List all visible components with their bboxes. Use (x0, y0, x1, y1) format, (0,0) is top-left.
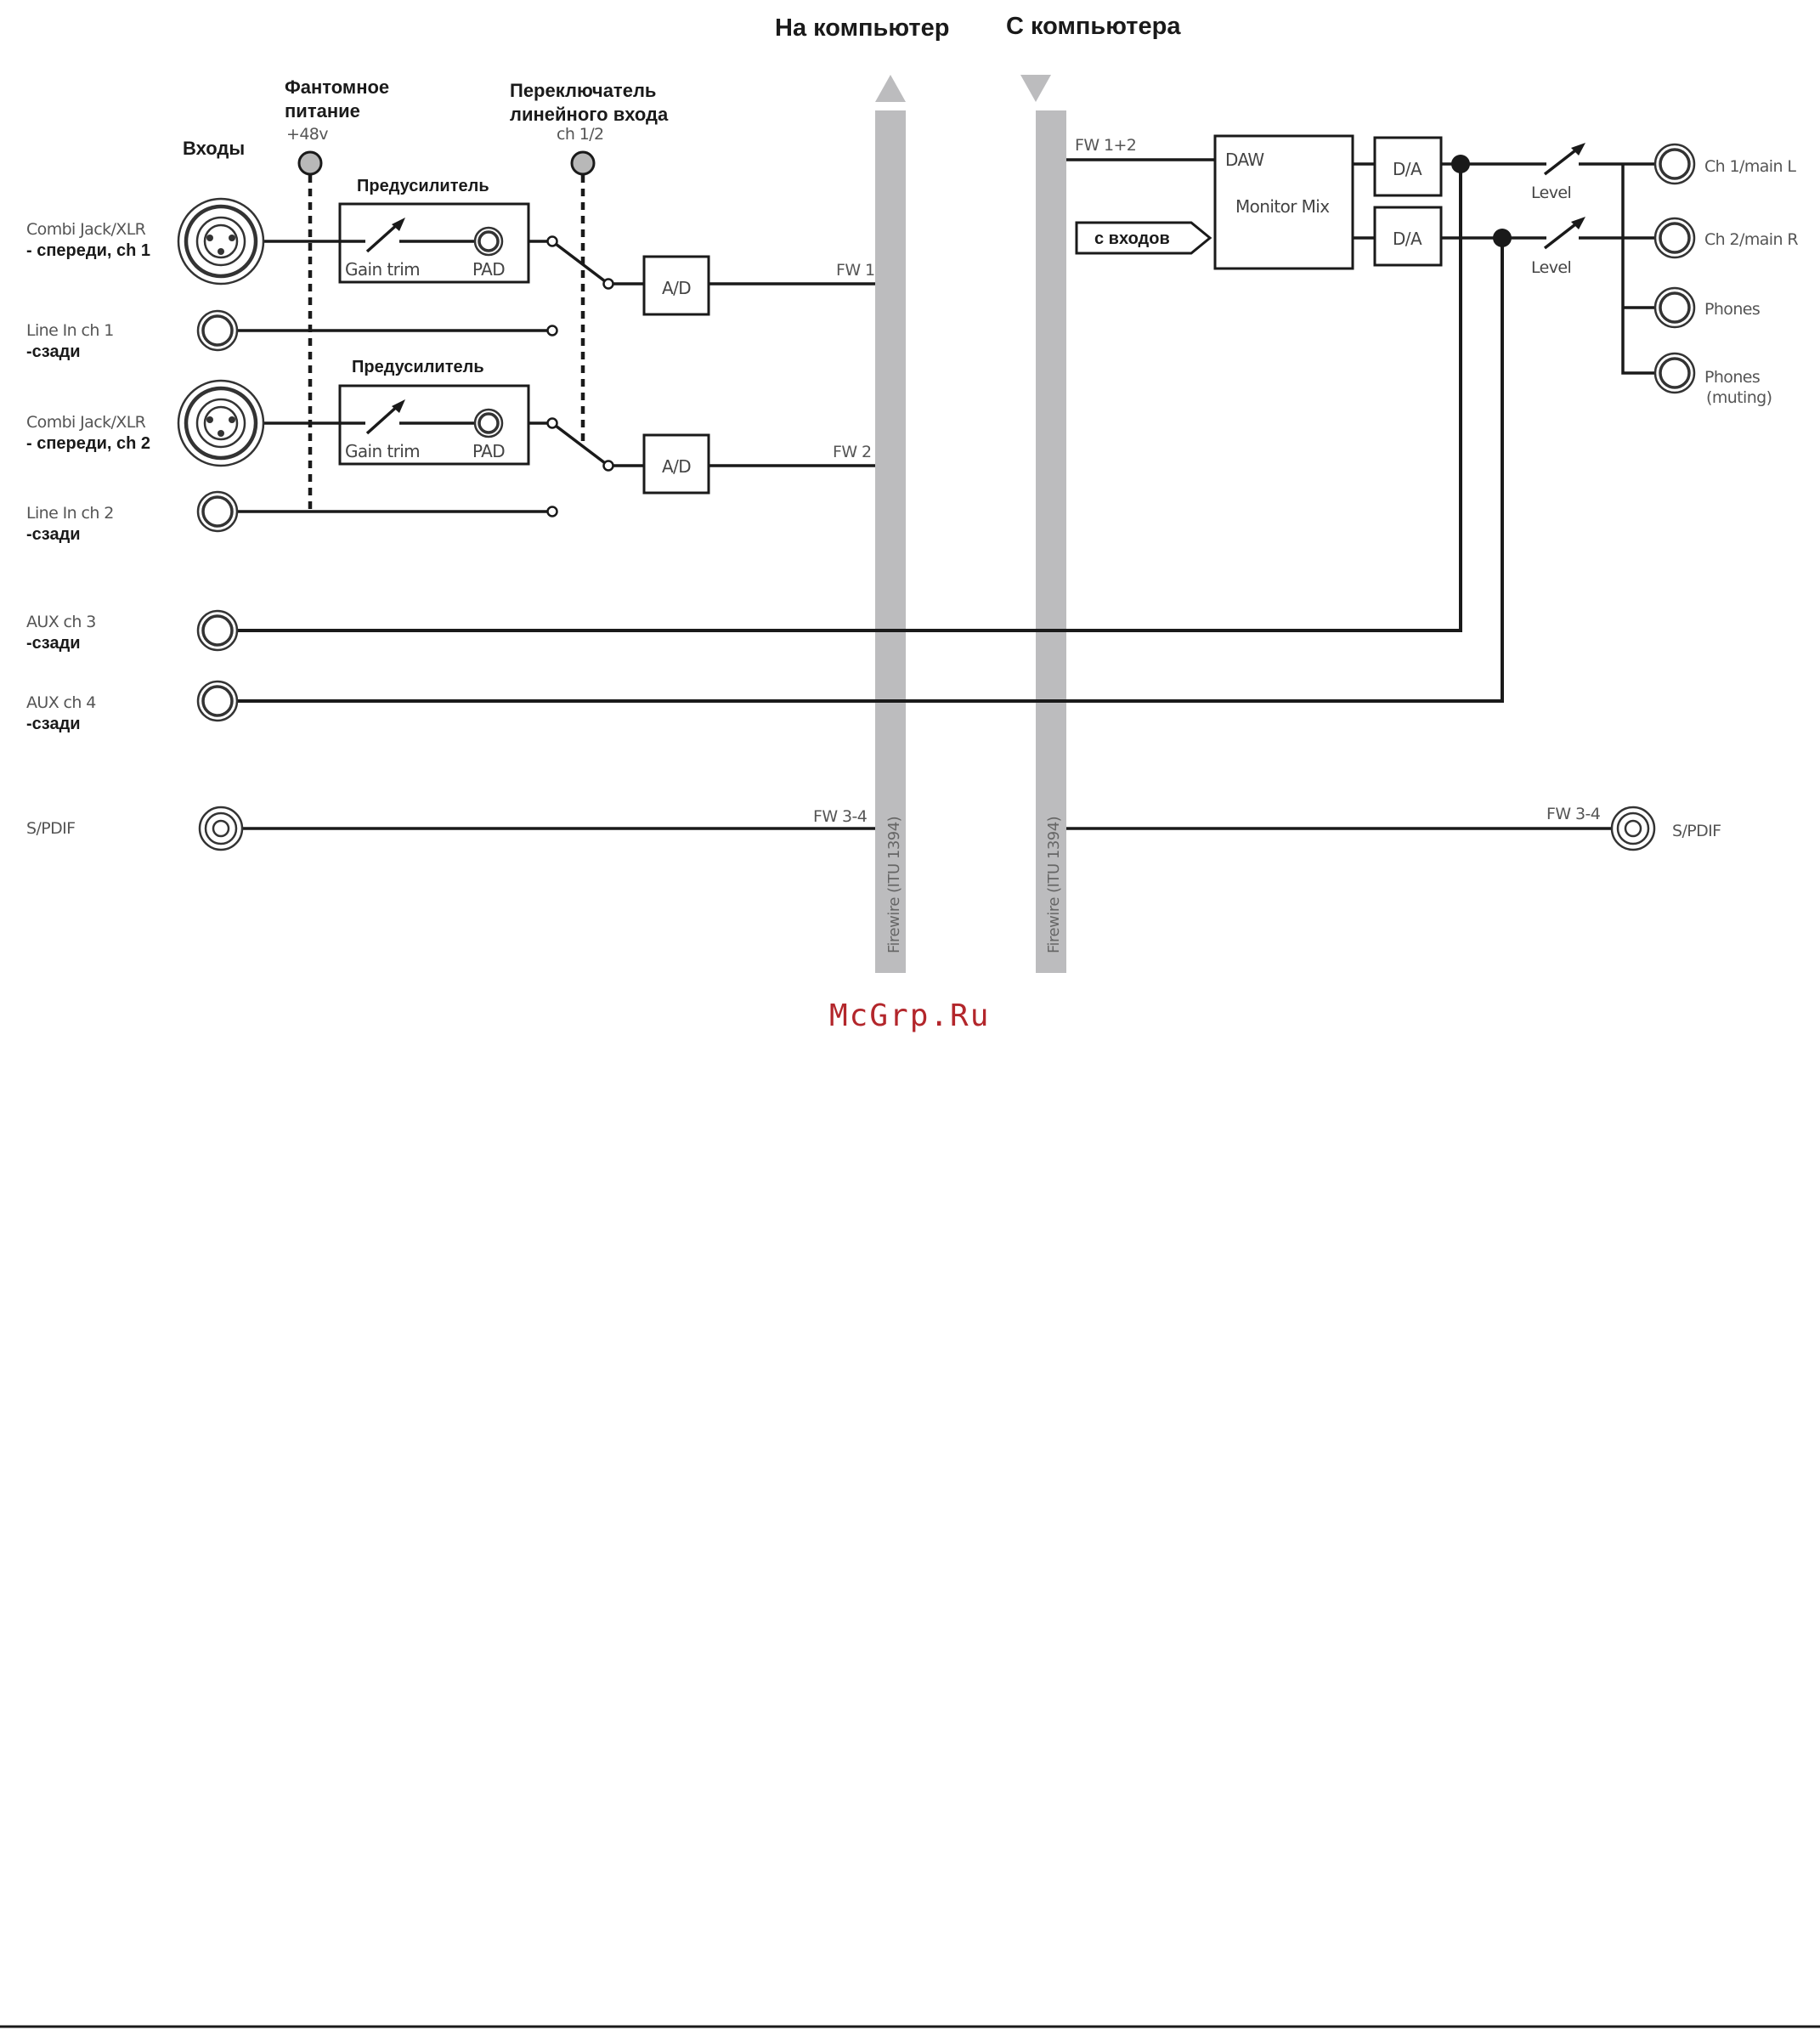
output-label-phones-mute-1: Phones (1704, 368, 1760, 387)
input-label-4b: -сзади (26, 525, 81, 544)
from-inputs-label: с входов (1094, 229, 1170, 248)
phantom-label-1: Фантомное (285, 76, 389, 98)
phantom-knob-icon (297, 150, 323, 176)
output-jack-icon (1653, 143, 1696, 185)
fw34-out-label: FW 3-4 (1546, 805, 1601, 823)
daw-monitor-box (1213, 134, 1354, 270)
pad-label-2: PAD (472, 441, 505, 461)
header-from-computer: С компьютера (1006, 13, 1181, 40)
output-label-phones-mute-2: (muting) (1706, 388, 1772, 407)
gain-trim-icon (365, 218, 405, 253)
aux-jack-icon (196, 609, 239, 652)
inputs-heading: Входы (183, 138, 245, 159)
combi-jack-icon (177, 379, 265, 467)
phones-bus (1621, 164, 1657, 375)
input-label-2b: -сзади (26, 342, 81, 361)
ad-label-1: A/D (662, 278, 691, 298)
fw1-label: FW 1 (836, 261, 874, 280)
da-box-2 (1373, 206, 1443, 267)
gain-trim-label-2: Gain trim (345, 441, 420, 461)
phantom-value: +48v (286, 125, 328, 144)
input-label-5a: AUX ch 3 (26, 613, 96, 631)
gain-trim-label-1: Gain trim (345, 259, 420, 280)
output-label-phones: Phones (1704, 300, 1760, 319)
preamp-title-2: Предусилитель (352, 358, 484, 376)
ad-label-2: A/D (662, 456, 691, 477)
da-box-1 (1373, 136, 1443, 197)
input-label-7: S/PDIF (26, 819, 75, 838)
firewire-bar-from-computer (1036, 110, 1066, 973)
line-in-jack-icon (196, 309, 239, 352)
daw-label: DAW (1225, 150, 1264, 170)
firewire-label-left: Firewire (ITU 1394) (885, 817, 903, 953)
fw34-in-label: FW 3-4 (813, 807, 868, 826)
watermark: McGrp.Ru (829, 998, 990, 1033)
switch-contact (546, 506, 558, 517)
switch-contact (546, 235, 558, 247)
switch-contact (546, 325, 558, 336)
wire (551, 421, 610, 467)
header-to-computer: На компьютер (775, 14, 949, 42)
ad-box-1 (642, 255, 710, 316)
fw12-label: FW 1+2 (1075, 136, 1136, 155)
from-inputs-arrow (1075, 221, 1212, 255)
up-arrow-icon (875, 75, 906, 102)
output-label-ch2: Ch 2/main R (1704, 230, 1798, 249)
output-label-ch1: Ch 1/main L (1704, 157, 1796, 176)
combi-jack-icon (177, 197, 265, 286)
switch-label-1: Переключатель (510, 80, 656, 101)
input-label-6a: AUX ch 4 (26, 693, 96, 712)
input-label-6b: -сзади (26, 715, 81, 733)
input-label-4a: Line In ch 2 (26, 504, 114, 523)
junction-dot (1451, 155, 1470, 173)
switch-contact (602, 460, 614, 472)
da-label-1: D/A (1393, 159, 1422, 179)
fw2-label: FW 2 (833, 443, 871, 461)
spdif-out-jack-icon (1610, 806, 1656, 851)
firewire-label-right: Firewire (ITU 1394) (1045, 817, 1063, 953)
input-label-1a: Combi Jack/XLR (26, 220, 146, 239)
aux4-wire (231, 238, 1504, 703)
switch-contact (546, 417, 558, 429)
output-label-spdif: S/PDIF (1672, 822, 1721, 840)
monitor-mix-label: Monitor Mix (1235, 196, 1330, 217)
junction-dot (1493, 229, 1512, 247)
firewire-bar-to-computer (875, 110, 906, 973)
input-label-3b: - спереди, ch 2 (26, 434, 150, 453)
phones-jack-icon (1653, 286, 1696, 329)
level-icon (1543, 217, 1585, 250)
level-icon (1543, 143, 1585, 176)
input-label-5b: -сзади (26, 634, 81, 653)
pad-button-icon (473, 408, 504, 438)
phantom-label-2: питание (285, 100, 360, 122)
aux-jack-icon (196, 680, 239, 722)
input-label-2a: Line In ch 1 (26, 321, 114, 340)
gain-trim-icon (365, 399, 405, 435)
level-label-1: Level (1531, 184, 1571, 202)
level-label-2: Level (1531, 258, 1571, 277)
line-in-jack-icon (196, 490, 239, 533)
ad-box-2 (642, 433, 710, 495)
switch-value: ch 1/2 (557, 125, 604, 144)
switch-label-2: линейного входа (510, 104, 669, 125)
output-jack-icon (1653, 217, 1696, 259)
pad-button-icon (473, 226, 504, 257)
input-label-3a: Combi Jack/XLR (26, 413, 146, 432)
switch-knob-icon (570, 150, 596, 176)
da-label-2: D/A (1393, 229, 1422, 249)
switch-contact (602, 278, 614, 290)
aux3-wire (231, 164, 1462, 632)
wire (551, 240, 610, 286)
phones-jack-icon (1653, 352, 1696, 394)
down-arrow-icon (1020, 75, 1051, 102)
preamp-title-1: Предусилитель (357, 177, 489, 195)
pad-label-1: PAD (472, 259, 505, 280)
input-label-1b: - спереди, ch 1 (26, 241, 150, 260)
spdif-jack-icon (198, 806, 244, 851)
